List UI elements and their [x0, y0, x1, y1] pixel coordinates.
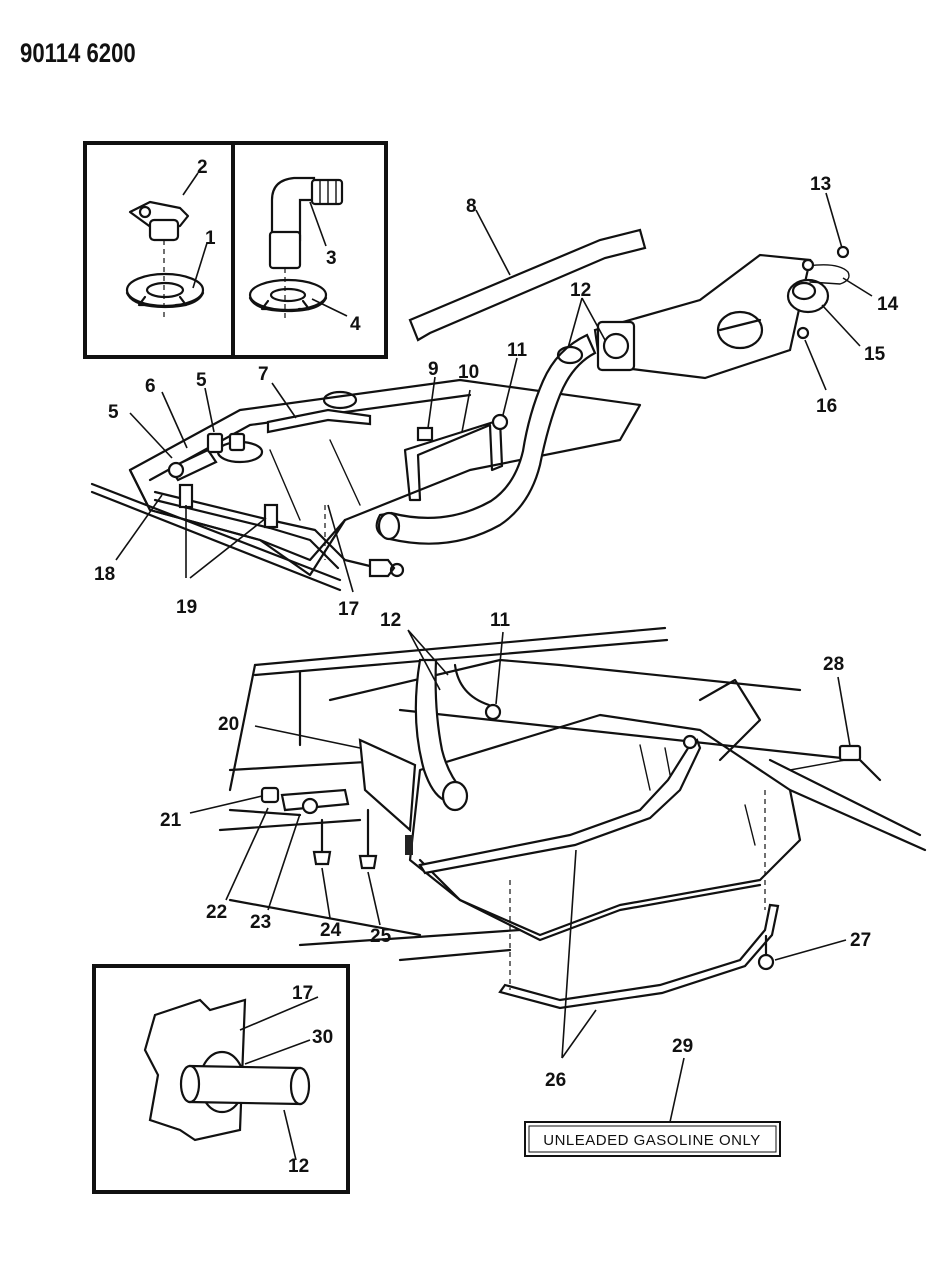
fuel-tank-top-view: [90, 378, 642, 592]
callout-5-left: 5: [108, 402, 119, 423]
bolt-icon: [312, 808, 378, 870]
callout-27: 27: [850, 930, 871, 951]
label-plate-text: UNLEADED GASOLINE ONLY: [543, 1132, 760, 1149]
filler-tube: [375, 333, 597, 545]
callout-4: 4: [350, 314, 361, 335]
callout-8: 8: [466, 196, 477, 217]
fuel-cap-icon: [786, 258, 850, 314]
seal-ring-icon: [248, 278, 328, 313]
callout-14: 14: [877, 294, 899, 315]
callout-29: 29: [672, 1036, 693, 1057]
callout-7: 7: [258, 364, 269, 385]
callout-26: 26: [545, 1070, 566, 1091]
detail-box-sending-unit: [83, 141, 388, 359]
callout-16: 16: [816, 396, 837, 417]
callout-18: 18: [94, 564, 115, 585]
callout-3: 3: [326, 248, 337, 269]
callout-24: 24: [320, 920, 342, 941]
callout-5-right: 5: [196, 370, 207, 391]
callout-13: 13: [810, 174, 831, 195]
callout-labels: 2 1 3 4 5 6 5 7 8 9 10 11 12 13 14 15 16…: [94, 157, 899, 1177]
heat-shield-8: [408, 228, 647, 342]
callout-12-upper: 12: [570, 280, 591, 301]
lock-ring-icon: [125, 272, 205, 309]
screw-icon: [796, 245, 850, 340]
callout-17-detail: 17: [292, 983, 313, 1004]
callout-21: 21: [160, 810, 182, 831]
callout-15: 15: [864, 344, 886, 365]
callout-19: 19: [176, 597, 197, 618]
callout-1: 1: [205, 228, 216, 249]
callout-11-upper: 11: [507, 340, 528, 361]
callout-2: 2: [197, 157, 208, 178]
detail-box-grommet: [92, 964, 350, 1194]
callout-9: 9: [428, 359, 439, 380]
leader-lines: [115, 172, 873, 1161]
unleaded-gasoline-label: UNLEADED GASOLINE ONLY: [524, 1121, 781, 1157]
callout-12-lower: 12: [380, 610, 401, 631]
callout-20: 20: [218, 714, 239, 735]
callout-22: 22: [206, 902, 227, 923]
callout-17-upper: 17: [338, 599, 359, 620]
callout-25: 25: [370, 926, 392, 947]
callout-6: 6: [145, 376, 156, 397]
callout-12-detail: 12: [288, 1156, 309, 1177]
callout-10: 10: [458, 362, 479, 383]
callout-30: 30: [312, 1027, 333, 1048]
callout-28: 28: [823, 654, 844, 675]
filler-neck-housing: [593, 253, 812, 380]
callout-23: 23: [250, 912, 271, 933]
vent-elbow-icon: [268, 176, 344, 320]
document-code: 90114 6200: [20, 38, 136, 68]
fuel-tank-installed-view: [218, 626, 927, 1010]
callout-11-lower: 11: [490, 610, 511, 631]
